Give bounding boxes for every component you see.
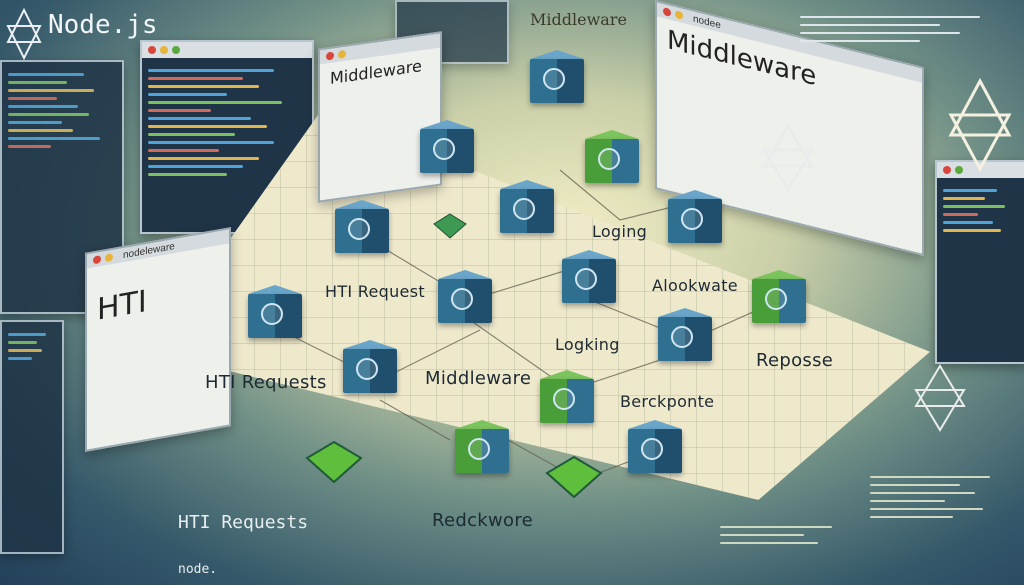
label-berckponte: Berckponte [620, 392, 715, 411]
node-icon [348, 218, 370, 240]
middleware-cube[interactable] [668, 190, 722, 246]
middleware-cube[interactable] [540, 370, 594, 426]
node-icon [575, 268, 597, 290]
close-dot-icon[interactable] [148, 46, 156, 54]
middleware-cube[interactable] [455, 420, 509, 476]
code-lines [2, 62, 122, 159]
node-icon [451, 288, 473, 310]
middleware-cube[interactable] [585, 130, 639, 186]
code-lines [2, 322, 62, 371]
label-redckwore: Redckwore [432, 510, 534, 531]
gem-icon [305, 440, 363, 484]
middleware-cube[interactable] [248, 285, 302, 341]
node-icon [671, 326, 693, 348]
middleware-cube[interactable] [562, 250, 616, 306]
react-star-icon [6, 7, 42, 61]
label-http-request: HTI Request [325, 282, 425, 301]
minimize-dot-icon[interactable] [160, 46, 168, 54]
node-icon [433, 138, 455, 160]
bottom-caption-node: node. [178, 562, 218, 577]
node-icon [641, 438, 663, 460]
code-lines [142, 58, 312, 187]
gem-icon [545, 455, 603, 499]
react-star-icon-bottom [914, 364, 966, 432]
middleware-cube[interactable] [500, 180, 554, 236]
label-reposse: Reposse [756, 350, 834, 371]
maximize-dot-icon[interactable] [955, 166, 963, 174]
node-icon [765, 288, 787, 310]
react-star-icon-mid [761, 123, 815, 193]
middleware-cube[interactable] [420, 120, 474, 176]
node-icon [598, 148, 620, 170]
node-icon [356, 358, 378, 380]
code-lines-top-right [800, 10, 1000, 48]
code-window-left-bottom [0, 320, 64, 554]
node-icon [553, 388, 575, 410]
code-lines-bottom-mid [720, 520, 860, 550]
middleware-cube[interactable] [658, 308, 712, 364]
middleware-cube[interactable] [343, 340, 397, 396]
code-lines-bottom-right [870, 470, 1020, 524]
close-dot-icon[interactable] [943, 166, 951, 174]
node-icon [543, 68, 565, 90]
page-title: Node.js [48, 10, 158, 40]
code-window-left [140, 40, 314, 234]
react-star-icon-right [948, 77, 1012, 173]
node-icon [513, 198, 535, 220]
label-loging: Loging [592, 222, 648, 241]
middleware-cube[interactable] [628, 420, 682, 476]
code-lines [937, 178, 1024, 243]
label-logking: Logking [555, 335, 620, 354]
node-icon [261, 303, 283, 325]
middleware-cube[interactable] [752, 270, 806, 326]
maximize-dot-icon[interactable] [172, 46, 180, 54]
node-icon [681, 208, 703, 230]
middleware-cube[interactable] [438, 270, 492, 326]
label-http-requests: HTI Requests [205, 372, 327, 393]
window-titlebar [142, 42, 312, 58]
node-icon [468, 438, 490, 460]
middleware-cube[interactable] [335, 200, 389, 256]
middleware-cube[interactable] [530, 50, 584, 106]
label-middleware: Middleware [425, 368, 532, 389]
bottom-caption-http: HTI Requests [178, 512, 309, 533]
top-label: Middleware [530, 10, 627, 29]
gem-icon [433, 213, 467, 239]
label-alookwate: Alookwate [652, 276, 738, 295]
